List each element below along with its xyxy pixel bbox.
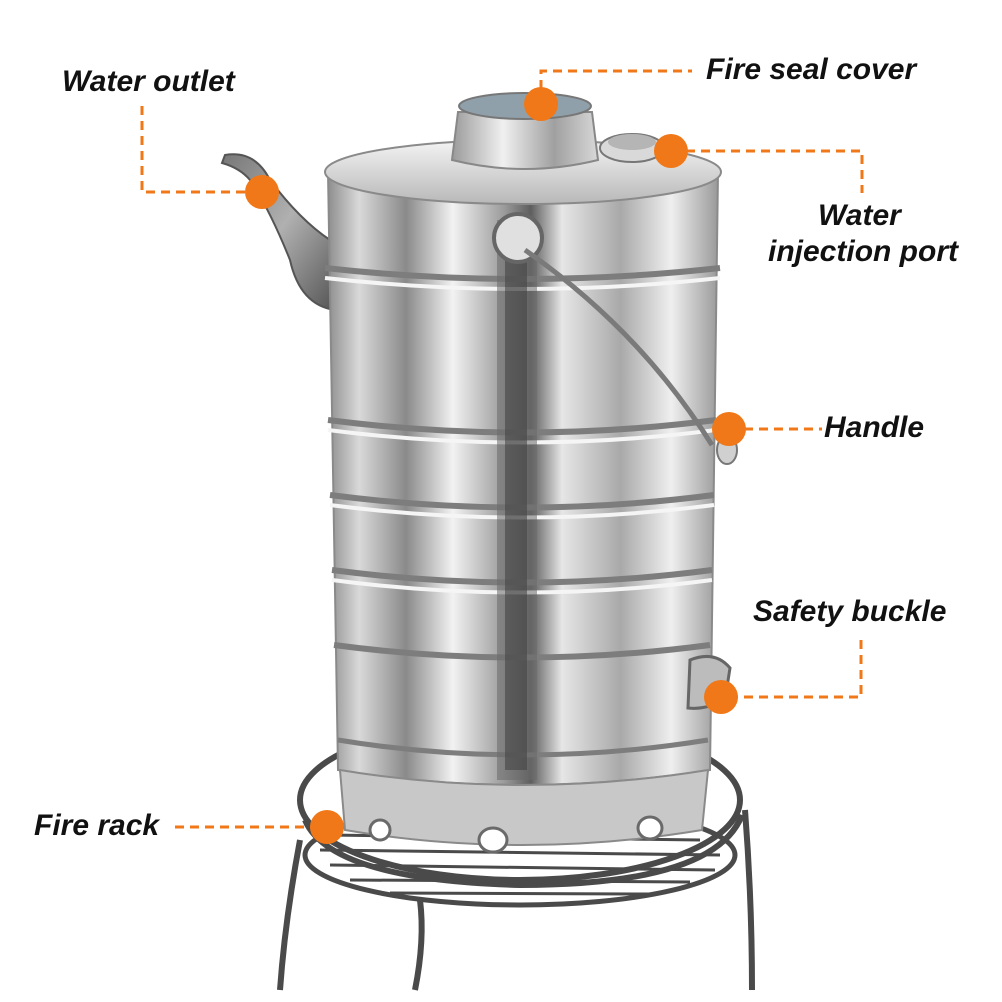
label-handle: Handle — [824, 411, 925, 444]
stove-body-drawing — [324, 171, 721, 854]
leader-water-outlet — [140, 106, 263, 194]
marker-fire-seal-cover — [524, 87, 558, 121]
fire-rack-front-drawing — [302, 813, 745, 889]
label-fire-rack: Fire rack — [34, 809, 160, 842]
label-safety-buckle: Safety buckle — [753, 595, 947, 628]
label-water-outlet: Water outlet — [62, 65, 235, 98]
leader-safety-buckle — [721, 640, 863, 699]
label-water-injection-port-line2: injection port — [768, 235, 958, 268]
handle-drawing — [492, 212, 738, 465]
label-fire-seal-cover: Fire seal cover — [706, 53, 917, 86]
label-water-injection-port-line1: Water — [818, 199, 901, 232]
marker-fire-rack — [310, 810, 344, 844]
marker-water-injection-port — [654, 134, 688, 168]
marker-water-outlet — [245, 175, 279, 209]
callout-markers — [245, 87, 746, 844]
leader-water-injection-port — [671, 149, 864, 193]
leader-fire-seal-cover — [539, 69, 692, 104]
label-water-injection-port: Water injection port — [768, 198, 958, 270]
marker-safety-buckle — [704, 680, 738, 714]
marker-handle — [712, 412, 746, 446]
spout-drawing — [220, 153, 337, 312]
